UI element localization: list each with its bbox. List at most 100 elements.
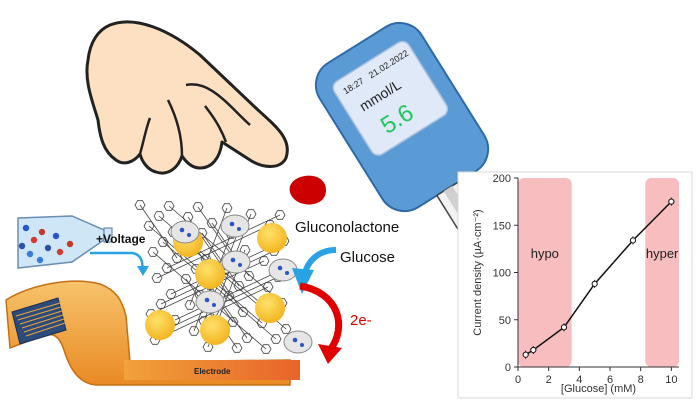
flask-particle [38,228,46,236]
y-tick-label: 0 [505,362,511,374]
gold-nanoparticle [145,310,175,340]
network-ring [258,256,270,266]
enzyme-icon [221,250,251,274]
gold-nanoparticle [200,315,230,345]
data-point [668,198,675,205]
y-axis-label: Current density (µA·cm⁻²) [472,209,484,335]
flask-particle [44,244,52,252]
y-tick-label: 200 [493,173,511,185]
y-tick-label: 150 [493,220,511,232]
gold-nanoparticle [255,293,285,323]
enzyme-icon [283,330,313,354]
network-ring [180,274,192,284]
network-ring [206,218,218,228]
sensor-trace [17,306,62,321]
network-ring [192,202,204,212]
data-point [560,324,568,331]
data-point [522,351,529,358]
network-ring [274,210,286,220]
meter-screen [332,40,449,156]
flask-particle [36,256,44,264]
network-ring [182,212,194,222]
enzyme-icon [220,214,250,238]
electrode-bar [124,360,300,380]
network-link [156,224,271,279]
flask-particle [56,248,64,256]
region-hyper [645,178,679,367]
network-link [197,206,236,261]
network-link [166,214,281,269]
flask-icon [17,215,113,269]
x-tick-label: 6 [607,374,613,386]
gold-nanoparticle [195,259,225,289]
data-point [591,280,598,287]
network-ring [153,211,165,221]
sensor-trace [21,314,64,329]
flask-particle [26,250,34,258]
data-point [629,237,637,244]
flask-particle [30,236,38,244]
region-label-hyper: hyper [646,246,679,261]
network-ring [147,247,159,257]
network-ring [231,343,243,353]
network-ring [221,203,233,213]
y-tick-label: 50 [499,315,511,327]
region-label-hypo: hypo [531,246,559,261]
electrode-label: Electrode [194,367,231,376]
network-link [174,266,289,321]
x-tick-label: 2 [546,374,552,386]
network-ring [227,317,239,327]
gluconolactone-label: Gluconolactone [295,219,399,236]
network-ring [157,237,169,247]
glucose-label: Glucose [340,249,395,266]
network-ring [151,273,163,283]
glucose-meter: 18:27 21.02.2022 mmol/L 5.6 [314,21,490,234]
flask-particle [22,224,30,232]
gold-nanoparticle [257,223,287,253]
calibration-chart: hypo hyper 0 50 100 150 200 0 2 4 6 8 10 [Glucose] (m… [457,171,693,399]
nanoparticles [145,223,287,345]
flask-particle [52,232,60,240]
enzyme-icon [195,290,225,314]
voltage-label: +Voltage [96,232,146,246]
enzymes [170,214,313,354]
electrons-label: 2e- [350,312,372,329]
network-ring [241,333,253,343]
enzyme-icon [170,220,200,244]
network-ring [280,324,292,334]
x-axis-label: [Glucose] (mM) [561,383,636,395]
x-tick-label: 4 [576,374,582,386]
network-ring [134,200,146,210]
network-ring [163,201,175,211]
x-tick-label: 10 [665,374,677,386]
network-ring [184,300,196,310]
sensor-traces [15,302,66,337]
network-ring [243,271,255,281]
y-tick-label: 100 [493,268,511,280]
flask-particle [66,240,74,248]
sensor-trace [15,302,61,317]
red-arrow-icon [299,282,343,353]
network-ring [270,334,282,344]
voltage-arrow-icon [90,251,145,271]
network-link [162,241,277,340]
finger-hand-icon [85,20,289,175]
network-link [154,286,269,341]
sensor-trace [23,318,65,333]
sensor-trace [19,310,63,325]
network-ring [260,344,272,354]
network-ring [245,209,257,219]
sensor-trace [25,322,66,337]
network-ring [237,307,249,317]
region-hypo [518,178,572,367]
flask-particle [18,242,26,250]
network-link [201,232,240,287]
network-ring [239,245,251,255]
x-tick-label: 8 [638,374,644,386]
network-ring [188,326,200,336]
blood-drop-icon [289,175,326,205]
flask-contents [18,224,74,264]
x-tick-label: 0 [515,374,521,386]
data-point [530,346,537,354]
